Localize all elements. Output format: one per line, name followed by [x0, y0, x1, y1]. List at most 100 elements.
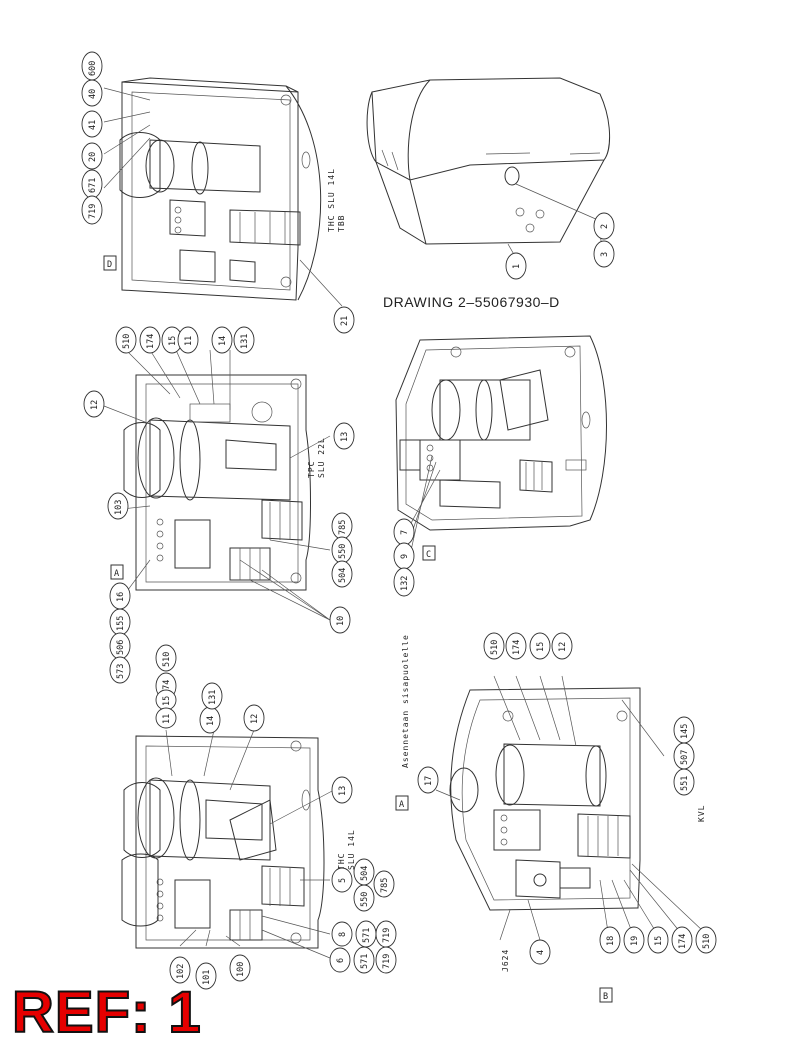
callout-number: 550 — [360, 892, 370, 907]
callout-number: 131 — [240, 334, 250, 349]
callout-balloon: 6 — [329, 947, 351, 973]
callout-number: 11 — [162, 714, 172, 724]
callout-number: 6 — [336, 958, 346, 963]
callout-balloon: 571 — [355, 920, 377, 948]
callout-balloon: 174 — [139, 326, 161, 354]
callout-number: 2 — [600, 224, 610, 229]
callout-number: 3 — [600, 252, 610, 257]
callout-balloon: 10 — [329, 606, 351, 634]
callout-number: 12 — [558, 642, 568, 652]
callout-balloon: 155 — [109, 608, 131, 636]
view-b-callouts: 510 174 15 12 17 145 507 551 4 18 19 15 … — [417, 632, 717, 965]
callout-balloon: 20 — [81, 142, 103, 170]
callout-number: 13 — [340, 432, 350, 442]
callout-number: 4 — [536, 950, 546, 955]
view-a-callouts: 510 174 15 11 14 131 12 13 103 16 155 50… — [83, 326, 355, 684]
callout-balloon: 1 — [505, 252, 527, 280]
callout-number: 510 — [490, 640, 500, 655]
view-left-callouts: 510 174 15 11 14 131 12 13 5 504 550 785… — [155, 644, 397, 990]
callout-number: 11 — [184, 336, 194, 346]
callout-number: 5 — [338, 878, 348, 883]
callout-number: 100 — [236, 962, 246, 977]
callout-number: 504 — [338, 568, 348, 583]
callout-balloon: 551 — [673, 768, 695, 796]
callout-number: 20 — [88, 152, 98, 162]
callout-number: 14 — [206, 716, 216, 726]
callout-number: 510 — [122, 334, 132, 349]
callout-number: 14 — [218, 336, 228, 346]
callout-balloon: 103 — [107, 492, 129, 520]
callout-number: 15 — [168, 336, 178, 346]
callout-balloon: 507 — [673, 742, 695, 770]
callout-number: 155 — [116, 616, 126, 631]
callout-balloon: 13 — [331, 776, 353, 804]
j624-label: J624 — [501, 949, 510, 972]
callout-balloon: 671 — [81, 169, 103, 199]
view-a-model-line-2: SLU 22L — [317, 437, 326, 478]
callout-number: 41 — [88, 120, 98, 130]
callout-balloon: 11 — [155, 707, 177, 729]
callout-balloon: 101 — [195, 962, 217, 990]
callout-number: 1 — [512, 264, 522, 269]
callout-balloon: 550 — [353, 884, 375, 912]
callout-balloon: 15 — [529, 632, 551, 660]
view-d-label: D — [107, 260, 112, 270]
callout-balloon: 11 — [177, 326, 199, 354]
callout-number: 571 — [360, 954, 370, 969]
callout-balloon: 174 — [505, 632, 527, 660]
view-b-note-a: A — [399, 800, 404, 810]
callout-number: 671 — [88, 178, 98, 193]
callout-balloon: 2 — [593, 212, 615, 240]
callout-balloon: 719 — [375, 920, 397, 948]
drawing-number-title: DRAWING 2–55067930–D — [383, 294, 560, 310]
callout-balloon: 600 — [81, 51, 103, 81]
callout-number: 40 — [88, 89, 98, 99]
callout-balloon: 4 — [529, 939, 551, 965]
callout-balloon: 40 — [81, 79, 103, 107]
view-iso: 1 2 3 — [366, 77, 615, 280]
callout-balloon: 17 — [417, 766, 439, 794]
callout-number: 719 — [382, 954, 392, 969]
view-d-model-line-2: TBB — [337, 215, 346, 232]
callout-balloon: 12 — [551, 632, 573, 660]
callout-balloon: 100 — [229, 954, 251, 982]
callout-balloon: 504 — [353, 858, 375, 886]
callout-number: 17 — [424, 776, 434, 786]
callout-number: 21 — [340, 316, 350, 326]
callout-balloon: 785 — [331, 512, 353, 540]
callout-number: 785 — [380, 878, 390, 893]
callout-number: 504 — [360, 866, 370, 881]
callout-number: 719 — [382, 928, 392, 943]
callout-balloon: 132 — [393, 567, 415, 597]
callout-number: 550 — [338, 544, 348, 559]
callout-number: 7 — [400, 530, 410, 535]
callout-number: 10 — [336, 616, 346, 626]
callout-balloon: 14 — [211, 326, 233, 354]
callout-balloon: 785 — [373, 870, 395, 898]
callout-balloon: 19 — [623, 926, 645, 954]
callout-balloon: 13 — [333, 422, 355, 450]
callout-balloon: 719 — [81, 195, 103, 225]
view-c: C 7 9 132 — [393, 335, 607, 597]
callout-balloon: 14 — [199, 706, 221, 734]
callout-balloon: 8 — [331, 921, 353, 947]
callout-number: 131 — [208, 690, 218, 705]
callout-number: 573 — [116, 664, 126, 679]
view-a-label: A — [114, 569, 119, 579]
callout-balloon: 571 — [353, 946, 375, 974]
view-d-callouts: 600 40 41 20 671 719 21 — [81, 51, 355, 334]
callout-balloon: 719 — [375, 946, 397, 974]
callout-number: 510 — [702, 934, 712, 949]
callout-number: 9 — [400, 554, 410, 559]
ref-label: REF: 1 — [11, 980, 202, 1045]
view-left-model-line-1: THC — [337, 853, 346, 870]
callout-balloon: 145 — [673, 716, 695, 744]
callout-balloon: 550 — [331, 536, 353, 564]
callout-number: 785 — [338, 520, 348, 535]
callout-number: 15 — [654, 936, 664, 946]
callout-number: 13 — [338, 786, 348, 796]
callout-balloon: 16 — [109, 582, 131, 610]
callout-number: 102 — [176, 964, 186, 979]
kvl-label: KVL — [697, 805, 706, 822]
